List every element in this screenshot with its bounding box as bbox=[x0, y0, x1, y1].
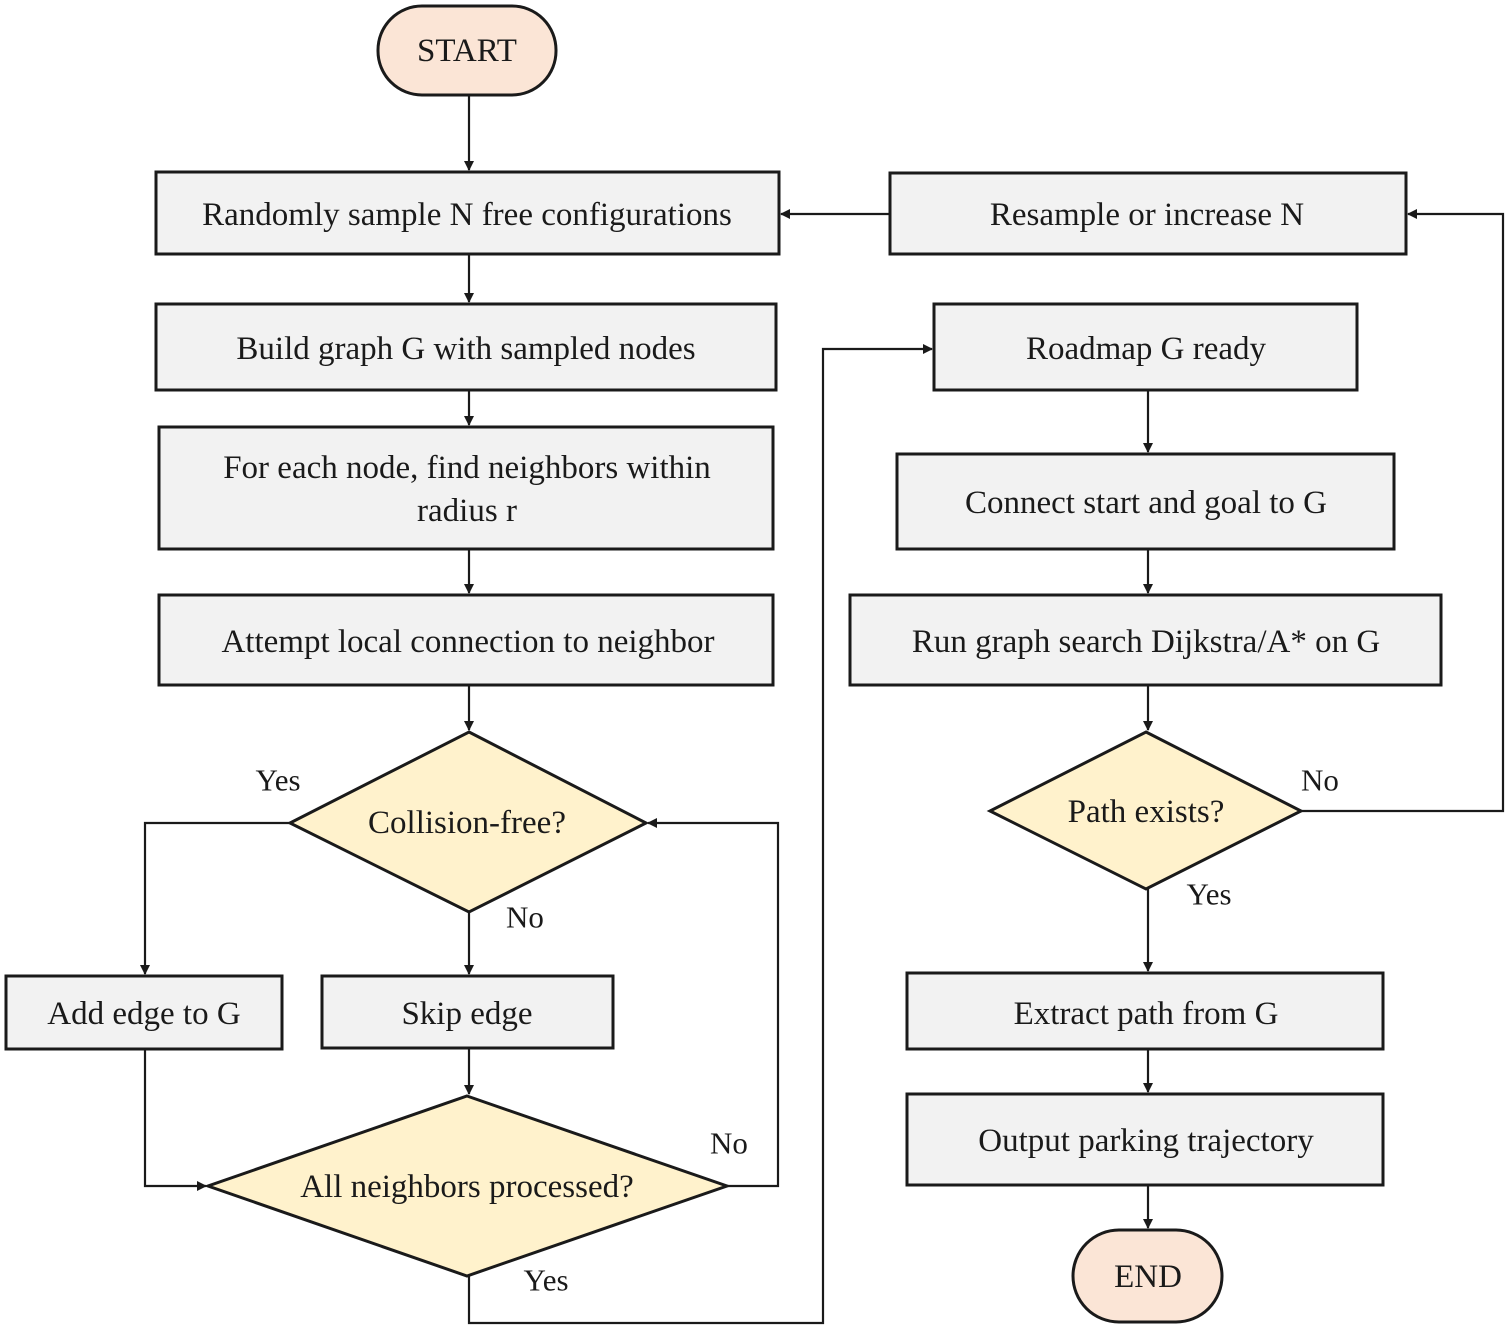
node-roadmap: Roadmap G ready bbox=[932, 302, 1359, 392]
decision-path-exists: Path exists? bbox=[986, 730, 1305, 891]
node-resample: Resample or increase N bbox=[888, 171, 1408, 256]
node-add-edge: Add edge to G bbox=[4, 974, 284, 1051]
output-label: Output parking trajectory bbox=[978, 1123, 1314, 1159]
collision-no-label: No bbox=[506, 900, 544, 935]
arrow-processed-yes-to-roadmap bbox=[467, 344, 933, 1325]
node-start: START bbox=[376, 4, 558, 97]
extract-label: Extract path from G bbox=[1014, 996, 1279, 1032]
node-skip-edge: Skip edge bbox=[320, 974, 615, 1050]
node-connect: Connect start and goal to G bbox=[895, 452, 1396, 551]
decision-collision: Collision-free? bbox=[286, 730, 650, 914]
neighbors-label-line1: For each node, find neighbors within bbox=[223, 450, 711, 486]
path-exists-label: Path exists? bbox=[1068, 794, 1225, 830]
skip-edge-label: Skip edge bbox=[401, 996, 532, 1032]
edge-labels: Yes No No Yes No Yes bbox=[255, 763, 1339, 1298]
build-label: Build graph G with sampled nodes bbox=[236, 331, 695, 367]
connectors bbox=[140, 95, 1505, 1325]
sample-label: Randomly sample N free configurations bbox=[202, 197, 732, 233]
search-label: Run graph search Dijkstra/A* on G bbox=[912, 624, 1380, 660]
node-output: Output parking trajectory bbox=[905, 1092, 1385, 1187]
end-label: END bbox=[1114, 1259, 1182, 1295]
arrow-processed-no-loop bbox=[647, 818, 780, 1188]
node-end: END bbox=[1071, 1228, 1224, 1324]
roadmap-label: Roadmap G ready bbox=[1026, 331, 1267, 367]
processed-no-label: No bbox=[710, 1126, 748, 1161]
arrow-path-no-to-resample bbox=[1301, 209, 1505, 813]
attempt-label: Attempt local connection to neighbor bbox=[221, 624, 714, 660]
node-extract: Extract path from G bbox=[905, 971, 1385, 1051]
all-processed-label: All neighbors processed? bbox=[300, 1169, 634, 1205]
node-build: Build graph G with sampled nodes bbox=[154, 302, 778, 392]
node-search: Run graph search Dijkstra/A* on G bbox=[848, 593, 1443, 687]
path-no-label: No bbox=[1301, 763, 1339, 798]
start-label: START bbox=[417, 33, 517, 69]
node-neighbors: For each node, find neighbors within rad… bbox=[157, 425, 775, 551]
resample-label: Resample or increase N bbox=[990, 197, 1304, 233]
add-edge-label: Add edge to G bbox=[47, 996, 240, 1032]
connect-label: Connect start and goal to G bbox=[965, 485, 1327, 521]
neighbors-label-line2: radius r bbox=[417, 493, 517, 529]
collision-yes-label: Yes bbox=[255, 763, 300, 798]
decision-all-processed: All neighbors processed? bbox=[203, 1094, 732, 1278]
collision-label: Collision-free? bbox=[368, 805, 566, 841]
arrow-collision-yes-to-add bbox=[140, 821, 290, 975]
node-attempt: Attempt local connection to neighbor bbox=[157, 593, 775, 687]
processed-yes-label: Yes bbox=[523, 1263, 568, 1298]
arrow-add-to-processed bbox=[143, 1049, 207, 1191]
node-sample: Randomly sample N free configurations bbox=[154, 170, 781, 256]
path-yes-label: Yes bbox=[1186, 877, 1231, 912]
